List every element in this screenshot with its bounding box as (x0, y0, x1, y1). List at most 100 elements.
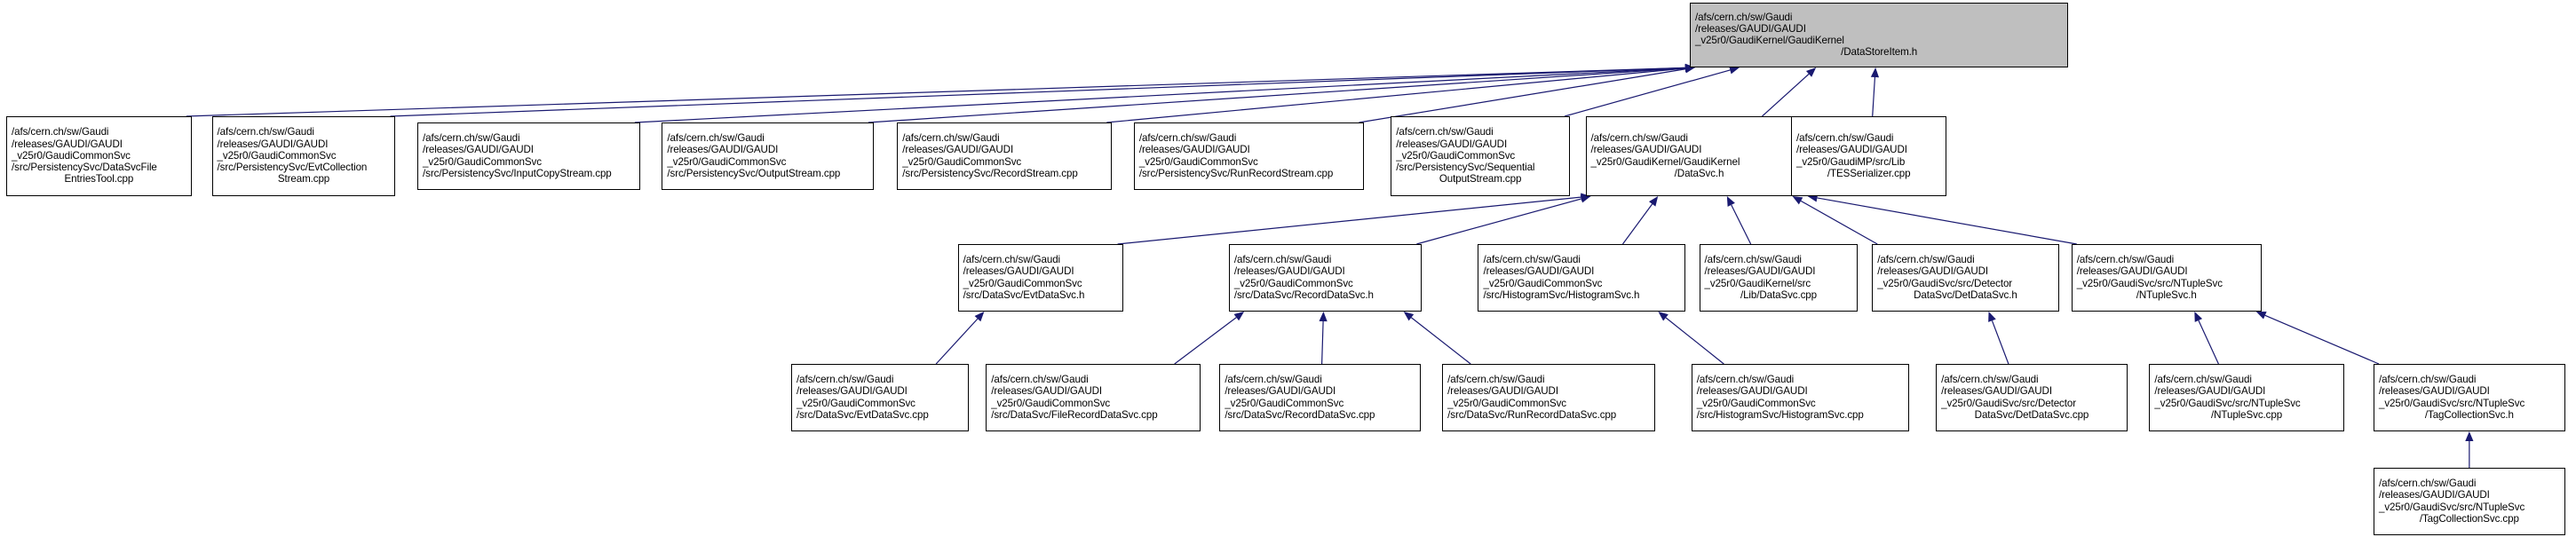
graph-node-label-line: /releases/GAUDI/GAUDI (1138, 144, 1250, 156)
graph-edge-line (1991, 320, 2009, 365)
graph-node-label-line: /releases/GAUDI/GAUDI (1695, 22, 1806, 35)
graph-node[interactable]: /afs/cern.ch/sw/Gaudi/releases/GAUDI/GAU… (6, 116, 192, 196)
graph-node-label-line: /afs/cern.ch/sw/Gaudi (796, 374, 894, 386)
graph-node-label-line: _v25r0/GaudiCommonSvc (667, 155, 787, 168)
graph-node-label-line: _v25r0/GaudiKernel/src (1704, 277, 1811, 289)
graph-node-label-line: /src/DataSvc/RecordDataSvc.h (1233, 288, 1374, 301)
graph-edge-arrowhead (1988, 312, 1996, 322)
graph-node[interactable]: /afs/cern.ch/sw/Gaudi/releases/GAUDI/GAU… (2149, 364, 2344, 431)
graph-node-label-line: _v25r0/GaudiCommonSvc (991, 397, 1111, 409)
graph-node-label-line: /afs/cern.ch/sw/Gaudi (217, 126, 314, 138)
graph-node[interactable]: /afs/cern.ch/sw/Gaudi/releases/GAUDI/GAU… (1478, 244, 1685, 312)
graph-node-label-line: /afs/cern.ch/sw/Gaudi (963, 254, 1061, 266)
graph-node-label-line: /releases/GAUDI/GAUDI (423, 144, 534, 156)
graph-node-label-line: _v25r0/GaudiSvc/src/NTupleSvc (2076, 277, 2223, 289)
graph-node-label-line: _v25r0/GaudiCommonSvc (1483, 277, 1603, 289)
graph-edge-line (2264, 314, 2380, 365)
graph-node-label-line: /releases/GAUDI/GAUDI (796, 385, 908, 398)
graph-edge-arrowhead (2194, 312, 2203, 322)
graph-node-label-line: _v25r0/GaudiSvc/src/NTupleSvc (2154, 397, 2301, 409)
graph-node[interactable]: /afs/cern.ch/sw/Gaudi/releases/GAUDI/GAU… (1791, 116, 1947, 196)
graph-edge-line (186, 67, 1686, 117)
graph-node-label-line: /releases/GAUDI/GAUDI (991, 385, 1103, 398)
graph-edge-line (1416, 198, 1582, 245)
graph-node[interactable]: /afs/cern.ch/sw/Gaudi/releases/GAUDI/GAU… (1133, 122, 1365, 190)
graph-node-label-line: /afs/cern.ch/sw/Gaudi (667, 132, 765, 145)
graph-node[interactable]: /afs/cern.ch/sw/Gaudi/releases/GAUDI/GAU… (211, 116, 396, 196)
graph-node-label-line: _v25r0/GaudiCommonSvc (1225, 397, 1344, 409)
graph-node-label-line: /src/HistogramSvc/HistogramSvc.h (1483, 288, 1640, 301)
graph-node-label-line: /afs/cern.ch/sw/Gaudi (1225, 374, 1322, 386)
graph-node[interactable]: /afs/cern.ch/sw/Gaudi/releases/GAUDI/GAU… (1228, 244, 1423, 312)
graph-node-label-line: Stream.cpp (277, 173, 330, 186)
graph-edge-arrowhead (1658, 312, 1668, 321)
graph-node-label-line: /src/PersistencySvc/RunRecordStream.cpp (1138, 167, 1334, 179)
graph-node[interactable]: /afs/cern.ch/sw/Gaudi/releases/GAUDI/GAU… (1699, 244, 1859, 312)
graph-edge-line (1872, 76, 1876, 117)
graph-node-label-line: /releases/GAUDI/GAUDI (1941, 385, 2052, 398)
graph-node-label-line: /releases/GAUDI/GAUDI (902, 144, 1014, 156)
graph-edge-line (1410, 317, 1471, 365)
graph-node[interactable]: /afs/cern.ch/sw/Gaudi/releases/GAUDI/GAU… (1585, 116, 1813, 196)
graph-node-label-line: _v25r0/GaudiCommonSvc (1696, 397, 1816, 409)
graph-node[interactable]: /afs/cern.ch/sw/Gaudi/releases/GAUDI/GAU… (1936, 364, 2128, 431)
graph-edge-line (634, 67, 1686, 123)
graph-edge-line (390, 67, 1686, 117)
graph-node[interactable]: /afs/cern.ch/sw/Gaudi/releases/GAUDI/GAU… (1219, 364, 1421, 431)
graph-node-label-line: _v25r0/GaudiCommonSvc (423, 155, 542, 168)
graph-edge-arrowhead (1233, 312, 1245, 321)
graph-node[interactable]: /afs/cern.ch/sw/Gaudi/releases/GAUDI/GAU… (2071, 244, 2262, 312)
graph-edge-line (1800, 200, 1878, 245)
graph-node-label-line: /releases/GAUDI/GAUDI (963, 265, 1074, 278)
graph-node[interactable]: /afs/cern.ch/sw/Gaudi/releases/GAUDI/GAU… (897, 122, 1113, 190)
graph-node-label-line: /src/PersistencySvc/RecordStream.cpp (902, 167, 1078, 179)
graph-node-label-line: /releases/GAUDI/GAUDI (1233, 265, 1345, 278)
graph-node-label-line: /src/DataSvc/EvtDataSvc.h (963, 288, 1085, 301)
graph-edge-arrowhead (1726, 196, 1735, 207)
graph-node-label-line: /src/PersistencySvc/DataSvcFile (12, 162, 157, 174)
graph-edge-line (1817, 197, 2077, 245)
graph-node[interactable]: /afs/cern.ch/sw/Gaudi/releases/GAUDI/GAU… (662, 122, 874, 190)
graph-node[interactable]: /afs/cern.ch/sw/Gaudi/releases/GAUDI/GAU… (957, 244, 1123, 312)
graph-node-label-line: EntriesTool.cpp (64, 173, 134, 186)
graph-node-label-line: _v25r0/GaudiSvc/src/Detector (1877, 277, 2013, 289)
graph-node[interactable]: /afs/cern.ch/sw/Gaudi/releases/GAUDI/GAU… (1691, 364, 1910, 431)
graph-node-label-line: _v25r0/GaudiMP/src/Lib (1796, 155, 1906, 168)
graph-edge-arrowhead (1792, 196, 1803, 205)
graph-node[interactable]: /afs/cern.ch/sw/Gaudi/releases/GAUDI/GAU… (2373, 468, 2565, 535)
graph-node-root[interactable]: /afs/cern.ch/sw/Gaudi/releases/GAUDI/GAU… (1690, 3, 2069, 67)
graph-edge-line (935, 318, 979, 365)
graph-node-label-line: /src/DataSvc/RunRecordDataSvc.cpp (1447, 408, 1617, 421)
graph-node-label-line: /releases/GAUDI/GAUDI (1704, 265, 1816, 278)
graph-node-label-line: /releases/GAUDI/GAUDI (1225, 385, 1336, 398)
graph-node[interactable]: /afs/cern.ch/sw/Gaudi/releases/GAUDI/GAU… (417, 122, 640, 190)
graph-node-label-line: /src/PersistencySvc/Sequential (1396, 162, 1535, 174)
graph-node-label-line: /afs/cern.ch/sw/Gaudi (1695, 11, 1793, 23)
graph-node-label-line: /DataSvc.h (1674, 167, 1724, 179)
graph-node-label-line: DataSvc/DetDataSvc.h (1914, 288, 2017, 301)
graph-node-label-line: /afs/cern.ch/sw/Gaudi (2076, 254, 2175, 266)
graph-node-label-line: /afs/cern.ch/sw/Gaudi (1483, 254, 1581, 266)
graph-node-label-line: /DataStoreItem.h (1841, 46, 1918, 59)
graph-node-label-line: _v25r0/GaudiKernel/GaudiKernel (1695, 35, 1844, 46)
graph-node[interactable]: /afs/cern.ch/sw/Gaudi/releases/GAUDI/GAU… (1442, 364, 1656, 431)
graph-edge-line (1762, 73, 1810, 117)
graph-node-label-line: /releases/GAUDI/GAUDI (1796, 144, 1907, 156)
graph-node-label-line: _v25r0/GaudiSvc/src/NTupleSvc (2378, 501, 2525, 513)
graph-node-label-line: /afs/cern.ch/sw/Gaudi (1590, 132, 1688, 145)
graph-node[interactable]: /afs/cern.ch/sw/Gaudi/releases/GAUDI/GAU… (1391, 116, 1570, 196)
graph-node-label-line: _v25r0/GaudiKernel/GaudiKernel (1590, 155, 1740, 168)
graph-node-label-line: /afs/cern.ch/sw/Gaudi (1447, 374, 1545, 386)
graph-node-label-line: /afs/cern.ch/sw/Gaudi (1138, 132, 1237, 145)
graph-node[interactable]: /afs/cern.ch/sw/Gaudi/releases/GAUDI/GAU… (790, 364, 969, 431)
graph-node-label-line: /src/DataSvc/EvtDataSvc.cpp (796, 408, 929, 421)
graph-node-label-line: /releases/GAUDI/GAUDI (1447, 385, 1558, 398)
graph-node[interactable]: /afs/cern.ch/sw/Gaudi/releases/GAUDI/GAU… (2373, 364, 2565, 431)
graph-node[interactable]: /afs/cern.ch/sw/Gaudi/releases/GAUDI/GAU… (986, 364, 1201, 431)
graph-node-label-line: /releases/GAUDI/GAUDI (12, 138, 123, 150)
graph-node-label-line: /src/DataSvc/RecordDataSvc.cpp (1225, 408, 1375, 421)
graph-node-label-line: /TagCollectionSvc.cpp (2419, 512, 2519, 525)
graph-node-label-line: /afs/cern.ch/sw/Gaudi (991, 374, 1089, 386)
graph-node[interactable]: /afs/cern.ch/sw/Gaudi/releases/GAUDI/GAU… (1872, 244, 2059, 312)
